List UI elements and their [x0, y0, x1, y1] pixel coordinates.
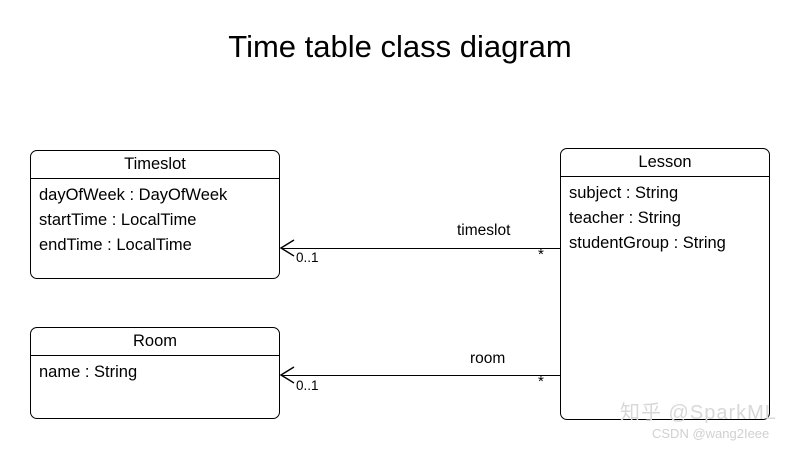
- association-line: [282, 375, 560, 376]
- association-multiplicity-target: 0..1: [296, 250, 319, 265]
- class-attribute: startTime : LocalTime: [39, 211, 197, 229]
- association-multiplicity-target: 0..1: [296, 378, 319, 393]
- class-box-timeslot[interactable]: Timeslot dayOfWeek : DayOfWeek startTime…: [30, 150, 280, 279]
- class-attribute: teacher : String: [569, 209, 681, 227]
- association-label: room: [470, 350, 506, 367]
- class-box-lesson[interactable]: Lesson subject : String teacher : String…: [560, 148, 770, 420]
- open-arrowhead-icon: [280, 366, 295, 384]
- class-attribute: dayOfWeek : DayOfWeek: [39, 186, 228, 204]
- watermark-zhihu: 知乎 @SparkML: [620, 402, 777, 424]
- association-multiplicity-source: *: [538, 246, 544, 263]
- class-attribute: subject : String: [569, 184, 679, 202]
- class-name-lesson: Lesson: [561, 149, 769, 177]
- association-multiplicity-source: *: [538, 373, 544, 390]
- class-attribute: name : String: [39, 363, 138, 381]
- class-attributes-timeslot: dayOfWeek : DayOfWeek startTime : LocalT…: [31, 179, 279, 258]
- association-line: [282, 248, 560, 249]
- class-attributes-lesson: subject : String teacher : String studen…: [561, 177, 769, 256]
- watermark-csdn: CSDN @wang2Ieee: [652, 426, 770, 441]
- class-attribute: endTime : LocalTime: [39, 236, 192, 254]
- class-box-room[interactable]: Room name : String: [30, 327, 280, 419]
- class-attribute: studentGroup : String: [569, 234, 726, 252]
- class-name-room: Room: [31, 328, 279, 356]
- page-title: Time table class diagram: [228, 29, 572, 64]
- class-attributes-room: name : String: [31, 356, 279, 385]
- association-label: timeslot: [457, 222, 511, 239]
- open-arrowhead-icon: [280, 239, 295, 257]
- class-name-timeslot: Timeslot: [31, 151, 279, 179]
